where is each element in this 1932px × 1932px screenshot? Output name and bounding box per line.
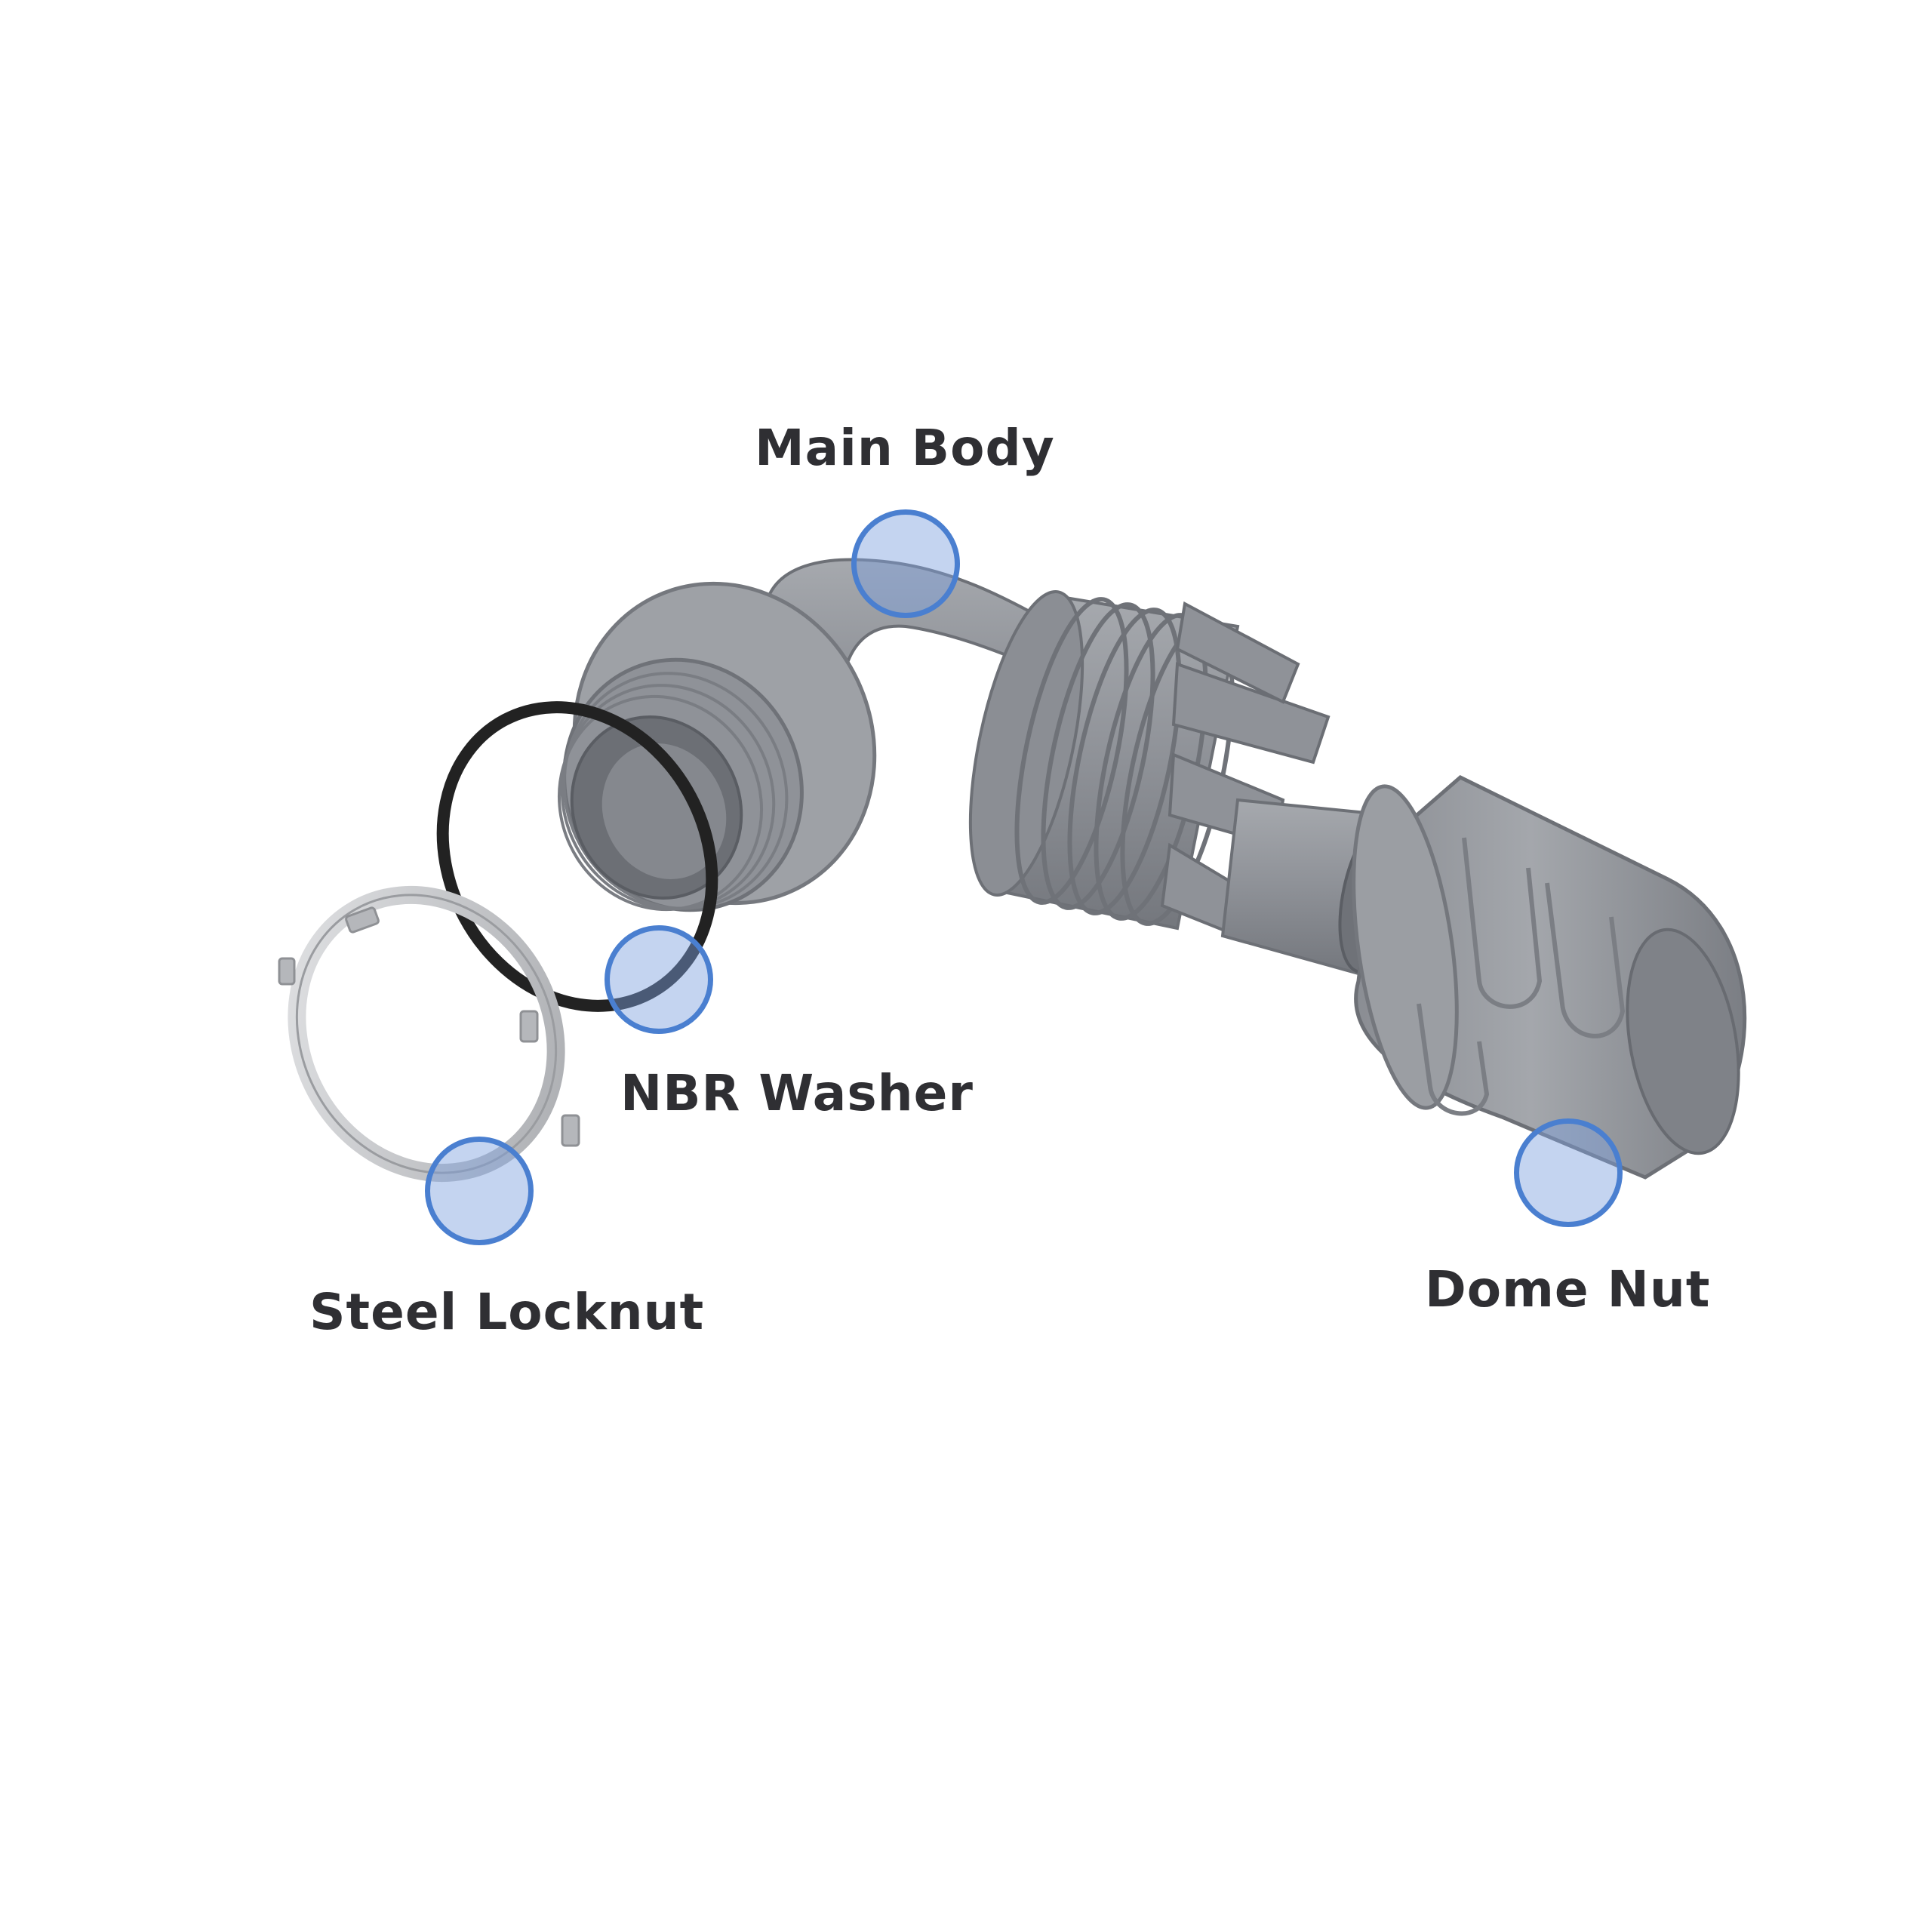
nbr-washer-hotspot[interactable]: [605, 925, 713, 1034]
dome-nut-ribs: [1417, 837, 1626, 1116]
locknut-lugs: [278, 906, 580, 1147]
dome-nut-hotspot[interactable]: [1514, 1118, 1623, 1227]
nbr-washer-label: NBR Washer: [620, 1064, 974, 1122]
dome-nut-opening: [1626, 928, 1740, 1155]
steel-locknut-label: Steel Locknut: [309, 1283, 705, 1341]
main-body-hotspot[interactable]: [851, 509, 960, 618]
clamp-fingers: [1160, 601, 1331, 938]
dome-nut-label: Dome Nut: [1425, 1260, 1711, 1318]
steel-locknut-hotspot[interactable]: [425, 1137, 534, 1245]
dome-nut-rim: [1352, 784, 1459, 1110]
dome-nut-part: [1352, 775, 1747, 1180]
left-opening-inner: [601, 743, 727, 879]
main-body-label: Main Body: [755, 419, 1055, 477]
steel-locknut-part: [278, 885, 580, 1183]
